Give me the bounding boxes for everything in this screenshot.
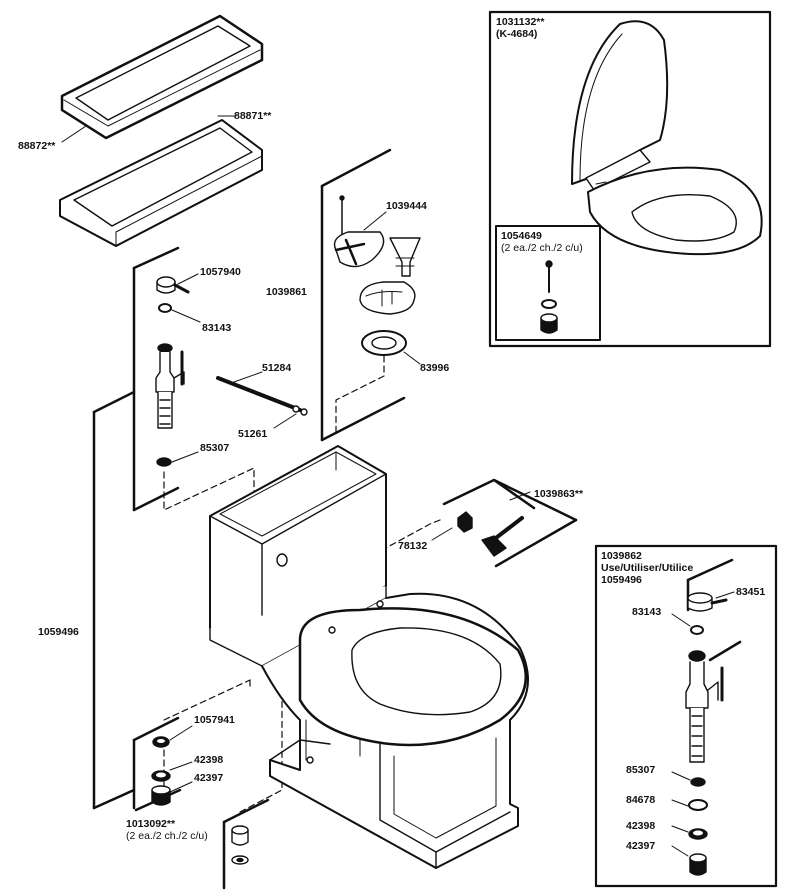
toilet-bowl <box>261 592 529 869</box>
label-1013092-qty: (2 ea./2 ch./2 c/u) <box>126 830 208 842</box>
refill-tube <box>216 376 302 412</box>
label-42397: 42397 <box>194 772 224 784</box>
label-88871: 88871** <box>234 110 272 122</box>
alt-leaders <box>671 591 735 857</box>
handle <box>481 516 524 557</box>
label-alt-42397: 42397 <box>626 840 656 852</box>
toilet-tank <box>209 445 387 667</box>
label-83996: 83996 <box>420 362 450 374</box>
chain <box>333 195 385 268</box>
float-cap <box>156 276 190 294</box>
label-83451: 83451 <box>736 586 766 598</box>
label-alt-1059496: 1059496 <box>601 574 642 586</box>
alt-float-cap <box>687 592 728 612</box>
label-1013092: 1013092** <box>126 818 176 830</box>
lower-bolt-frame <box>222 798 270 890</box>
label-42398: 42398 <box>194 754 224 766</box>
hinge-bolt <box>540 260 558 334</box>
nut-leader <box>431 527 453 541</box>
alt-box <box>594 544 778 888</box>
lower-bolt-cap <box>231 825 249 865</box>
label-alt-85307: 85307 <box>626 764 656 776</box>
label-51261: 51261 <box>238 428 268 440</box>
leader-lines-left <box>171 273 297 463</box>
clip <box>292 405 308 416</box>
washer-b <box>151 785 171 806</box>
label-83143: 83143 <box>202 322 232 334</box>
alt-locknut <box>690 777 706 787</box>
label-1039863: 1039863** <box>534 488 584 500</box>
label-alt-42398: 42398 <box>626 820 656 832</box>
locknut <box>156 457 172 467</box>
handle-frame <box>442 478 578 568</box>
label-1031132: 1031132** <box>496 16 545 28</box>
alt-washer <box>690 625 704 635</box>
fill-valve <box>155 343 185 429</box>
alt-fill-valve <box>685 650 724 763</box>
flush-valve <box>359 237 421 315</box>
label-88872: 88872** <box>18 140 56 152</box>
leader-lines-mid <box>363 211 421 365</box>
washer-a <box>151 770 171 782</box>
tank-cover <box>59 119 263 247</box>
alt-ring <box>688 799 708 811</box>
flush-valve-frame <box>320 148 406 442</box>
gasket <box>361 330 407 356</box>
alt-washer-a <box>688 828 708 840</box>
label-1039862: 1039862 <box>601 550 642 562</box>
toilet-seat <box>571 20 763 256</box>
tank-lid <box>60 14 264 140</box>
bolt-cap <box>152 736 170 748</box>
label-51284: 51284 <box>262 362 292 374</box>
label-84678: 84678 <box>626 794 656 806</box>
label-use-utiliser: Use/Utiliser/Utilice <box>601 562 694 574</box>
label-1054649-qty: (2 ea./2 ch./2 c/u) <box>501 242 583 254</box>
label-1039444: 1039444 <box>386 200 427 212</box>
fill-valve-frame <box>92 246 180 810</box>
label-k4684: (K-4684) <box>496 28 538 40</box>
label-alt-83143: 83143 <box>632 606 662 618</box>
label-85307: 85307 <box>200 442 230 454</box>
washer <box>158 303 172 313</box>
base-leaders <box>169 725 193 793</box>
handle-nut <box>457 511 473 533</box>
label-1057941: 1057941 <box>194 714 235 726</box>
label-1039861: 1039861 <box>266 286 307 298</box>
label-78132: 78132 <box>398 540 428 552</box>
label-1054649: 1054649 <box>501 230 542 242</box>
alt-washer-b <box>689 853 707 876</box>
handle-leader <box>509 491 531 501</box>
leader-lines-top <box>61 115 237 143</box>
label-1059496: 1059496 <box>38 626 79 638</box>
label-1057940: 1057940 <box>200 266 241 278</box>
